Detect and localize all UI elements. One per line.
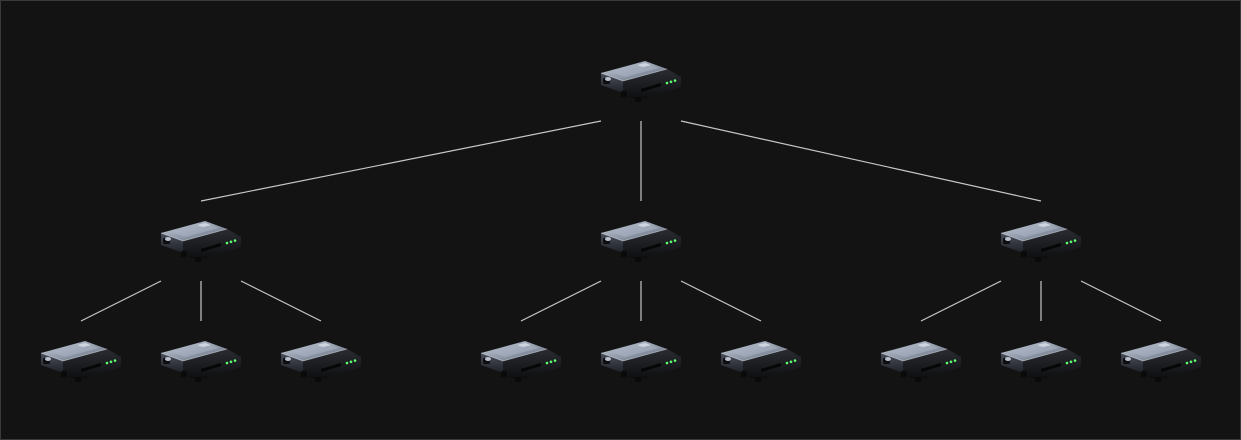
network-switch-icon-leaf-8[interactable] bbox=[1000, 340, 1082, 383]
network-switch-icon-leaf-1[interactable] bbox=[40, 340, 122, 383]
link-root-hub-right bbox=[680, 120, 1042, 202]
network-switch-icon-leaf-5[interactable] bbox=[600, 340, 682, 383]
network-switch-icon-leaf-2[interactable] bbox=[160, 340, 242, 383]
link-hub-right-leaf-7 bbox=[920, 280, 1002, 322]
link-hub-center-leaf-4 bbox=[520, 280, 602, 322]
network-switch-icon-hub-right[interactable] bbox=[1000, 220, 1082, 263]
link-hub-left-leaf-1 bbox=[80, 280, 162, 322]
link-root-hub-left bbox=[200, 120, 602, 202]
network-switch-icon-leaf-4[interactable] bbox=[480, 340, 562, 383]
link-layer bbox=[80, 120, 1162, 322]
network-switch-icon-hub-left[interactable] bbox=[160, 220, 242, 263]
network-switch-icon-leaf-3[interactable] bbox=[280, 340, 362, 383]
network-switch-icon-leaf-9[interactable] bbox=[1120, 340, 1202, 383]
network-switch-icon-leaf-6[interactable] bbox=[720, 340, 802, 383]
link-hub-left-leaf-3 bbox=[240, 280, 322, 322]
network-switch-icon-hub-center[interactable] bbox=[600, 220, 682, 263]
device-layer bbox=[40, 60, 1202, 383]
link-hub-right-leaf-9 bbox=[1080, 280, 1162, 322]
link-hub-center-leaf-6 bbox=[680, 280, 762, 322]
network-switch-icon-root[interactable] bbox=[600, 60, 682, 103]
network-switch-icon-leaf-7[interactable] bbox=[880, 340, 962, 383]
